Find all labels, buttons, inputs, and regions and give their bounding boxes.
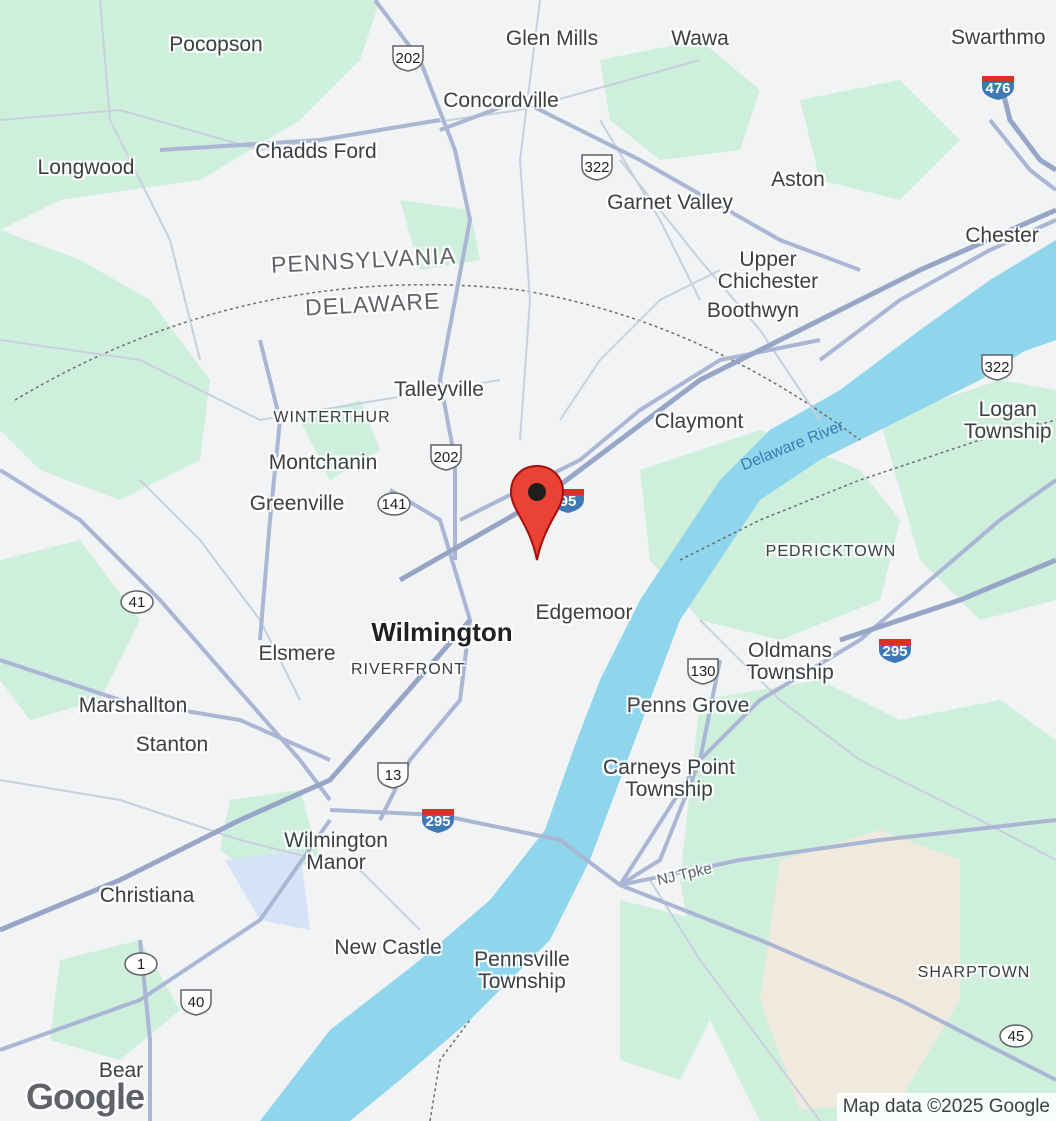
place-new-castle: New Castle <box>334 936 442 959</box>
place-talleyville: Talleyville <box>394 378 484 401</box>
place-chester: Chester <box>965 224 1039 247</box>
map-pin-icon[interactable] <box>509 464 565 564</box>
interstate-shield: 295 <box>420 806 456 834</box>
place-wilmington: Wilmington <box>371 617 513 647</box>
place-winterthur: WINTERTHUR <box>273 409 391 426</box>
google-logo[interactable]: Google <box>26 1076 145 1117</box>
place-bear: Bear <box>98 1059 144 1082</box>
place-penns-grove: Penns Grove <box>626 694 750 717</box>
place-sharptown: SHARPTOWN <box>917 964 1031 981</box>
us-route-shield: 202 <box>390 44 426 72</box>
place-montchanin: Montchanin <box>268 451 378 474</box>
place-greenville: Greenville <box>249 492 345 515</box>
state-route-shield: 45 <box>998 1022 1034 1050</box>
us-route-shield: 130 <box>685 657 721 685</box>
place-christiana: Christiana <box>99 884 195 907</box>
interstate-shield: 476 <box>980 73 1016 101</box>
place-glen-mills: Glen Mills <box>505 27 599 50</box>
place-carneys-point-township: Carneys Point Township <box>603 756 735 801</box>
place-upper-chichester: Upper Chichester <box>717 248 819 293</box>
us-route-shield: 40 <box>178 988 214 1016</box>
us-route-shield: 322 <box>979 353 1015 381</box>
place-chadds-ford: Chadds Ford <box>255 140 377 163</box>
place-aston: Aston <box>771 168 825 191</box>
place-oldmans-township: Oldmans Township <box>746 639 834 684</box>
place-boothwyn: Boothwyn <box>706 299 800 322</box>
place-wilmington-manor: Wilmington Manor <box>284 829 388 874</box>
us-route-shield: 322 <box>579 153 615 181</box>
us-route-shield: 13 <box>375 761 411 789</box>
place-logan-township: Logan Township <box>964 398 1052 443</box>
state-route-shield: 1 <box>123 950 159 978</box>
place-garnet-valley: Garnet Valley <box>607 191 733 214</box>
place-pocopson: Pocopson <box>169 33 263 56</box>
state-label-delaware: DELAWARE <box>304 287 441 321</box>
place-wawa: Wawa <box>671 27 729 50</box>
place-concordville: Concordville <box>443 89 559 112</box>
place-edgemoor: Edgemoor <box>535 601 633 624</box>
place-elsmere: Elsmere <box>258 642 336 665</box>
place-pedricktown: PEDRICKTOWN <box>765 543 897 560</box>
place-claymont: Claymont <box>654 410 744 433</box>
place-longwood: Longwood <box>37 156 135 179</box>
place-pennsville-township: Pennsville Township <box>474 948 570 993</box>
interstate-shield: 295 <box>877 636 913 664</box>
us-route-shield: 202 <box>428 443 464 471</box>
place-swarthmore: Swarthmo <box>951 26 1046 49</box>
map-attribution[interactable]: Map data ©2025 Google <box>836 1093 1056 1121</box>
place-marshallton: Marshallton <box>78 694 188 717</box>
state-route-shield: 41 <box>119 588 155 616</box>
place-stanton: Stanton <box>135 733 209 756</box>
state-route-shield: 141 <box>376 490 412 518</box>
place-riverfront: RIVERFRONT <box>351 661 465 678</box>
